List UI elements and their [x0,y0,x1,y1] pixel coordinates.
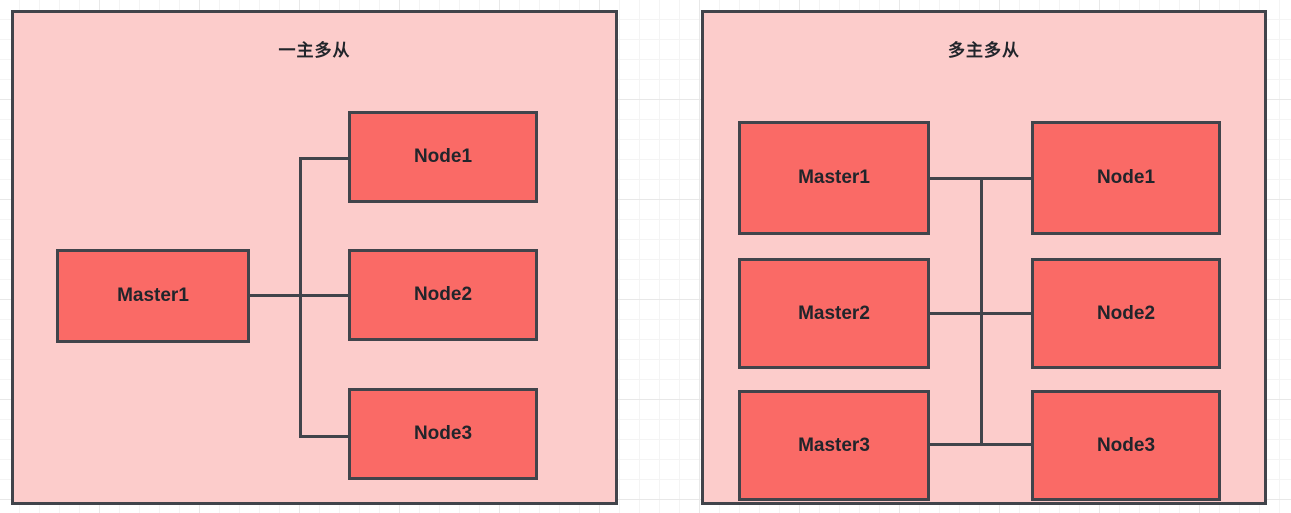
connector-master1-to-trunk-right [930,177,983,180]
node-box-node1-right[interactable]: Node1 [1031,121,1221,235]
node-box-node2[interactable]: Node2 [348,249,538,341]
connector-master1-to-trunk [250,294,316,297]
connector-trunk-to-node1-right [980,177,1037,180]
panel-title-left: 一主多从 [278,41,351,60]
connector-master2-to-trunk-right [930,312,983,315]
connector-trunk-vertical-right [980,177,983,446]
node-box-node1[interactable]: Node1 [348,111,538,203]
node-box-node3-right[interactable]: Node3 [1031,390,1221,501]
node-box-master3-right[interactable]: Master3 [738,390,930,501]
connector-trunk-to-node3-right [980,443,1037,446]
panel-multi-master-multi-slave[interactable]: 多主多从 Master1 Master2 Master3 Node1 Node2… [701,10,1267,505]
connector-trunk-to-node2-right [980,312,1037,315]
node-box-master2-right[interactable]: Master2 [738,258,930,369]
node-box-node2-right[interactable]: Node2 [1031,258,1221,369]
connector-trunk-to-node2 [299,294,354,297]
panel-one-master-multi-slave[interactable]: 一主多从 Master1 Node1 Node2 Node3 [11,10,618,505]
connector-trunk-vertical [299,157,302,438]
connector-trunk-to-node1 [299,157,354,160]
connector-master3-to-trunk-right [930,443,983,446]
node-box-master1[interactable]: Master1 [56,249,250,343]
node-box-node3[interactable]: Node3 [348,388,538,480]
connector-trunk-to-node3 [299,435,354,438]
node-box-master1-right[interactable]: Master1 [738,121,930,235]
panel-title-right: 多主多从 [948,41,1020,60]
